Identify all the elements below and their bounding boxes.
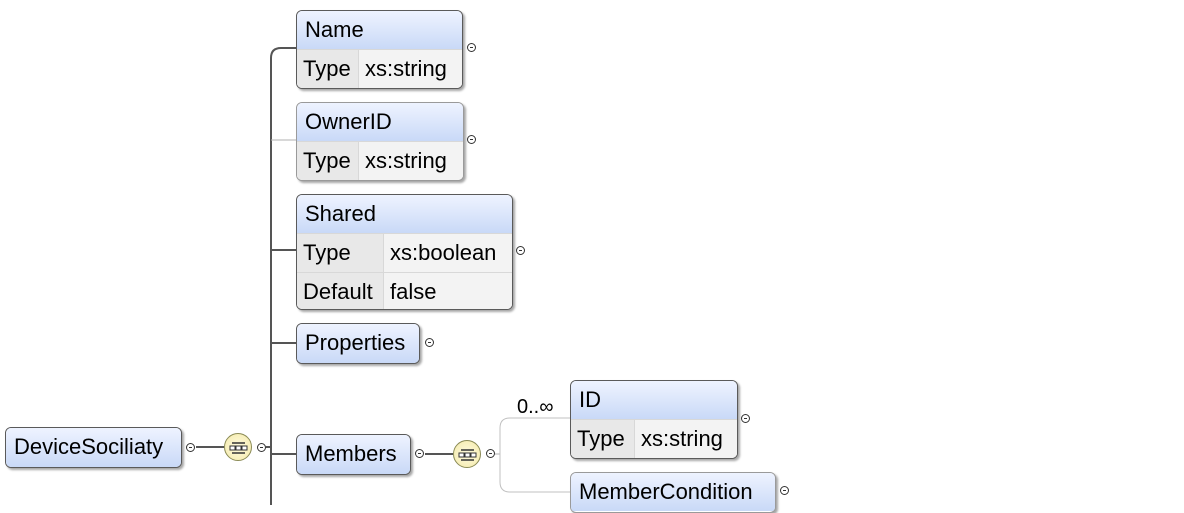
element-ownerid[interactable]: OwnerID Type xs:string [296, 102, 464, 181]
property-row: Default false [297, 272, 512, 309]
property-row: Type xs:string [571, 419, 737, 458]
property-key: Type [571, 420, 635, 458]
property-row: Type xs:boolean [297, 233, 512, 272]
collapse-icon[interactable] [415, 449, 424, 458]
element-name-label: Name [297, 11, 462, 49]
element-membercondition-label: MemberCondition [571, 473, 775, 511]
element-shared[interactable]: Shared Type xs:boolean Default false [296, 194, 513, 310]
root-element-devicesociliaty[interactable]: DeviceSociliaty [5, 427, 182, 468]
sequence-compositor-icon[interactable] [224, 433, 252, 461]
expand-icon[interactable] [741, 414, 750, 423]
collapse-icon[interactable] [486, 449, 495, 458]
element-members[interactable]: Members [296, 434, 411, 475]
element-members-label: Members [297, 435, 410, 474]
root-element-label: DeviceSociliaty [6, 428, 181, 467]
element-shared-label: Shared [297, 195, 512, 233]
multiplicity-label: 0..∞ [517, 396, 554, 418]
expand-icon[interactable] [425, 338, 434, 347]
expand-icon[interactable] [467, 135, 476, 144]
element-id[interactable]: ID Type xs:string [570, 380, 738, 459]
property-row: Type xs:string [297, 141, 463, 180]
expand-icon[interactable] [780, 486, 789, 495]
expand-icon[interactable] [516, 246, 525, 255]
property-value: xs:string [635, 420, 737, 458]
element-properties-label: Properties [297, 324, 419, 363]
property-key: Type [297, 142, 359, 180]
collapse-icon[interactable] [186, 443, 195, 452]
property-value: false [384, 273, 512, 309]
property-key: Type [297, 234, 384, 272]
element-id-label: ID [571, 381, 737, 419]
element-membercondition[interactable]: MemberCondition [570, 472, 776, 513]
property-value: xs:string [359, 50, 462, 88]
property-value: xs:boolean [384, 234, 512, 272]
collapse-icon[interactable] [257, 443, 266, 452]
sequence-compositor-icon[interactable] [453, 440, 481, 468]
element-ownerid-label: OwnerID [297, 103, 463, 141]
property-value: xs:string [359, 142, 463, 180]
element-name[interactable]: Name Type xs:string [296, 10, 463, 89]
property-key: Default [297, 273, 384, 309]
property-row: Type xs:string [297, 49, 462, 88]
expand-icon[interactable] [467, 43, 476, 52]
property-key: Type [297, 50, 359, 88]
element-properties[interactable]: Properties [296, 323, 420, 364]
